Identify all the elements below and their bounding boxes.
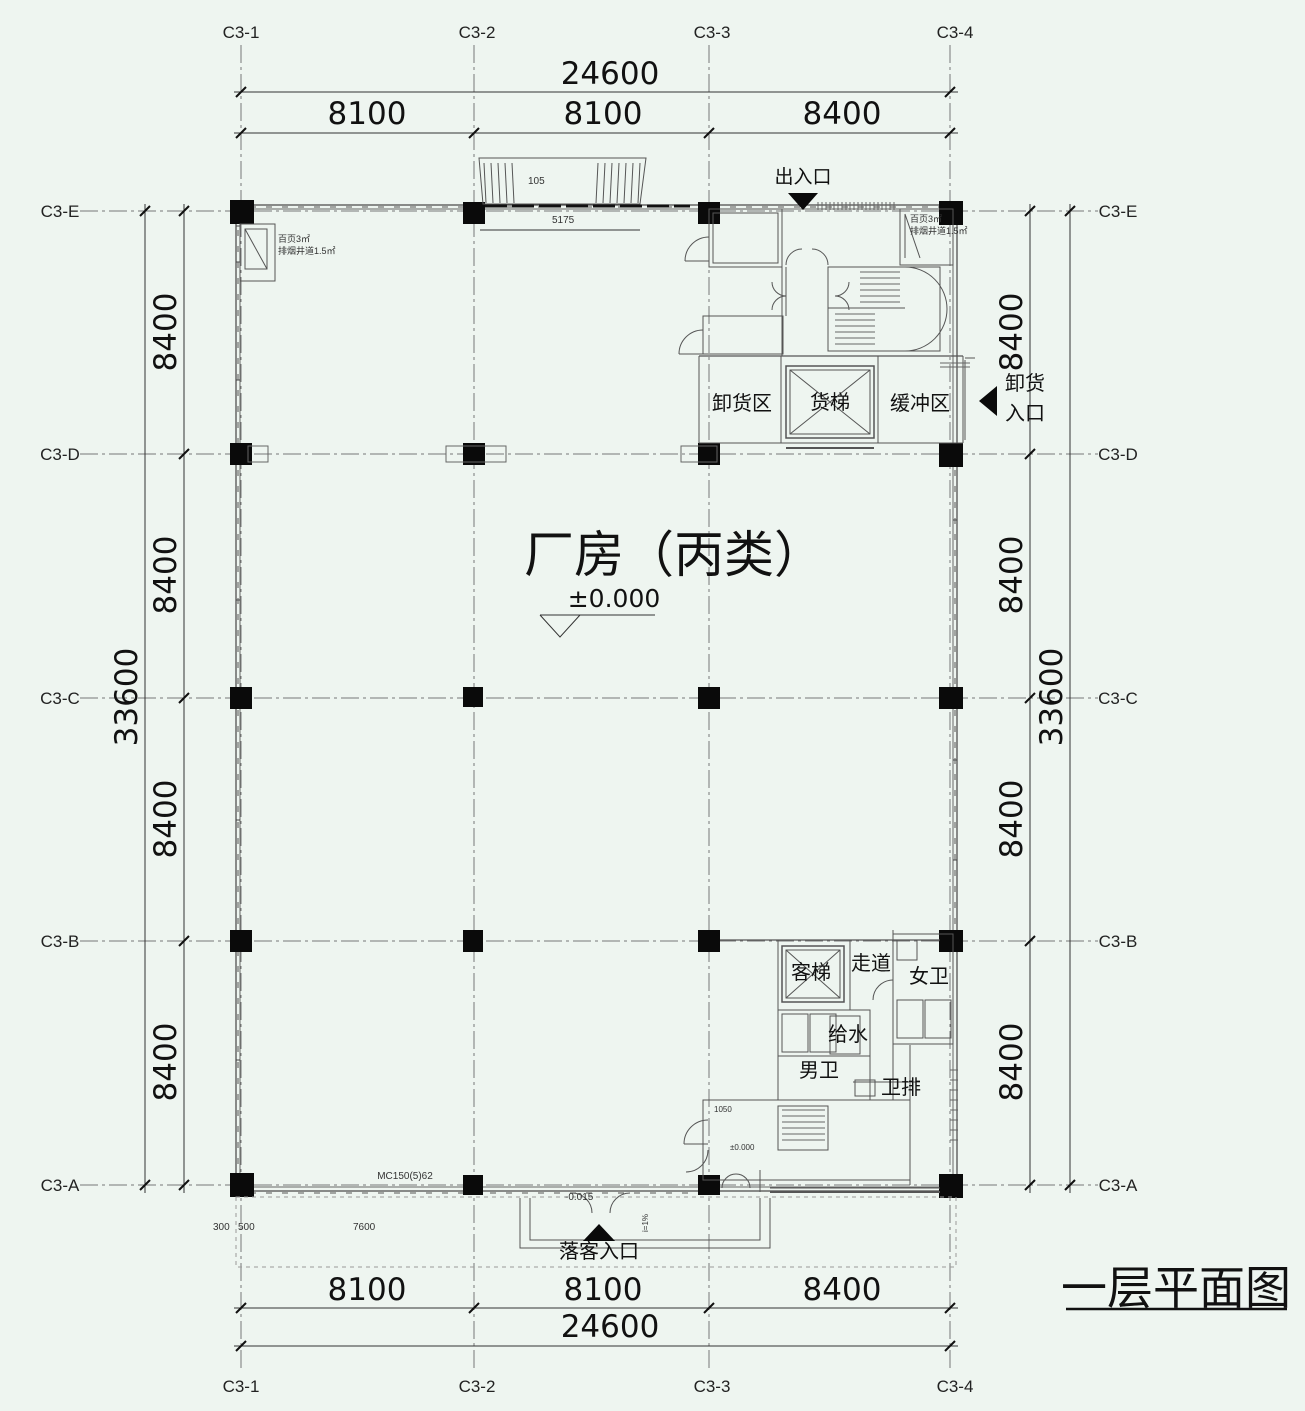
room-male-wc: 男卫	[799, 1058, 839, 1082]
dimension-lines	[144, 91, 1071, 1347]
dim-bay-3-bottom: 8400	[803, 1272, 882, 1308]
dim-row-1-right: 8400	[994, 293, 1030, 372]
dim-total-depth-right: 33600	[1034, 648, 1070, 747]
grid-label-col-1-bottom: C3-1	[223, 1377, 260, 1396]
grid-label-col-4-top: C3-4	[937, 23, 974, 42]
dim-5175: 5175	[552, 215, 575, 226]
top-canopy	[478, 157, 647, 231]
room-freight-lift: 货梯	[810, 390, 850, 414]
dim-row-3-right: 8400	[994, 780, 1030, 859]
grid-label-row-b-left: C3-B	[41, 932, 80, 951]
grid-label-col-4-bottom: C3-4	[937, 1377, 974, 1396]
dim-row-4-left: 8400	[148, 1023, 184, 1102]
room-female-wc: 女卫	[909, 964, 949, 988]
grid-column-labels-top: C3-1 C3-2 C3-3 C3-4	[223, 23, 974, 42]
grid-label-row-d-right: C3-D	[1098, 445, 1138, 464]
bottom-canopy	[235, 1192, 957, 1268]
service-core-top-right	[678, 208, 975, 449]
grid-column-labels-bottom: C3-1 C3-2 C3-3 C3-4	[223, 1377, 974, 1396]
entry-grille	[817, 202, 970, 368]
grid-label-row-e-right: C3-E	[1099, 202, 1138, 221]
slope-note: i=1%	[641, 1214, 650, 1232]
drawing-title: 一层平面图	[1061, 1261, 1291, 1315]
grid-label-row-c-right: C3-C	[1098, 689, 1138, 708]
grid-label-col-2-bottom: C3-2	[459, 1377, 496, 1396]
canopy-dim: 105	[528, 176, 545, 187]
grid-label-row-b-right: C3-B	[1099, 932, 1138, 951]
shaft-top-left	[239, 223, 276, 282]
room-unload: 卸货区	[712, 391, 772, 415]
room-passenger-lift: 客梯	[791, 960, 831, 984]
level-bottom: -0.015	[565, 1192, 594, 1203]
side-entry-label-1: 卸货	[1005, 371, 1045, 395]
room-drain: 卫排	[881, 1075, 921, 1099]
side-entry-label-2: 入口	[1005, 401, 1045, 425]
dim-total-depth-left: 33600	[109, 648, 145, 747]
structural-columns	[230, 200, 963, 1198]
grid-label-col-2-top: C3-2	[459, 23, 496, 42]
dim-row-4-right: 8400	[994, 1023, 1030, 1102]
grid-label-col-3-bottom: C3-3	[694, 1377, 731, 1396]
grid-row-labels-left: C3-E C3-D C3-C C3-B C3-A	[40, 202, 80, 1195]
dim-row-2-right: 8400	[994, 536, 1030, 615]
grid-label-row-a-right: C3-A	[1099, 1176, 1138, 1195]
top-entry-label: 出入口	[774, 166, 831, 188]
dim-total-width-bottom: 24600	[561, 1309, 660, 1345]
grid-label-row-c-left: C3-C	[40, 689, 80, 708]
dim-300: 300	[213, 1222, 230, 1233]
grid-label-row-a-left: C3-A	[41, 1176, 80, 1195]
bottom-entry-arrow	[583, 1224, 615, 1241]
dim-total-width-top: 24600	[561, 56, 660, 92]
column-pads	[247, 445, 718, 463]
service-core-bottom-right	[683, 930, 954, 1193]
louver-note-right-2: 排烟井道1.5㎡	[910, 225, 968, 236]
grid-row-labels-right: C3-E C3-D C3-C C3-B C3-A	[1098, 202, 1138, 1195]
main-room-name: 厂房（丙类）	[524, 526, 824, 584]
room-water: 给水	[828, 1022, 868, 1046]
dim-bay-3-top: 8400	[803, 96, 882, 132]
louver-note-right-1: 百页3㎡	[910, 214, 942, 224]
bottom-entry-label: 落客入口	[559, 1239, 639, 1263]
dim-row-1-left: 8400	[148, 293, 184, 372]
dim-row-2-left: 8400	[148, 536, 184, 615]
window-code: MC150(5)62	[377, 1171, 433, 1182]
dimension-ticks	[139, 86, 1076, 1352]
room-buffer: 缓冲区	[890, 391, 950, 415]
top-entry-arrow	[788, 193, 818, 210]
stair-level: ±0.000	[730, 1143, 755, 1152]
dim-7600: 7600	[353, 1222, 376, 1233]
room-corridor: 走道	[851, 951, 891, 975]
grid-label-row-d-left: C3-D	[40, 445, 80, 464]
dim-bay-1-bottom: 8100	[328, 1272, 407, 1308]
main-room-elevation: ±0.000	[568, 584, 661, 613]
grid-label-col-1-top: C3-1	[223, 23, 260, 42]
louver-note-left-1: 百页3㎡	[278, 234, 310, 244]
dim-bay-2-top: 8100	[564, 96, 643, 132]
grid-label-row-e-left: C3-E	[41, 202, 80, 221]
stair-treads-bottom	[782, 1069, 958, 1141]
dim-500: 500	[238, 1222, 255, 1233]
dim-bay-1-top: 8100	[328, 96, 407, 132]
stair-treads-top	[835, 271, 900, 345]
stair-dim-1050: 1050	[714, 1105, 732, 1114]
elevation-marker	[539, 614, 655, 638]
dim-bay-2-bottom: 8100	[564, 1272, 643, 1308]
dim-row-3-left: 8400	[148, 780, 184, 859]
louver-note-left-2: 排烟井道1.5㎡	[278, 245, 336, 256]
grid-label-col-3-top: C3-3	[694, 23, 731, 42]
side-entry-arrow	[979, 386, 997, 416]
